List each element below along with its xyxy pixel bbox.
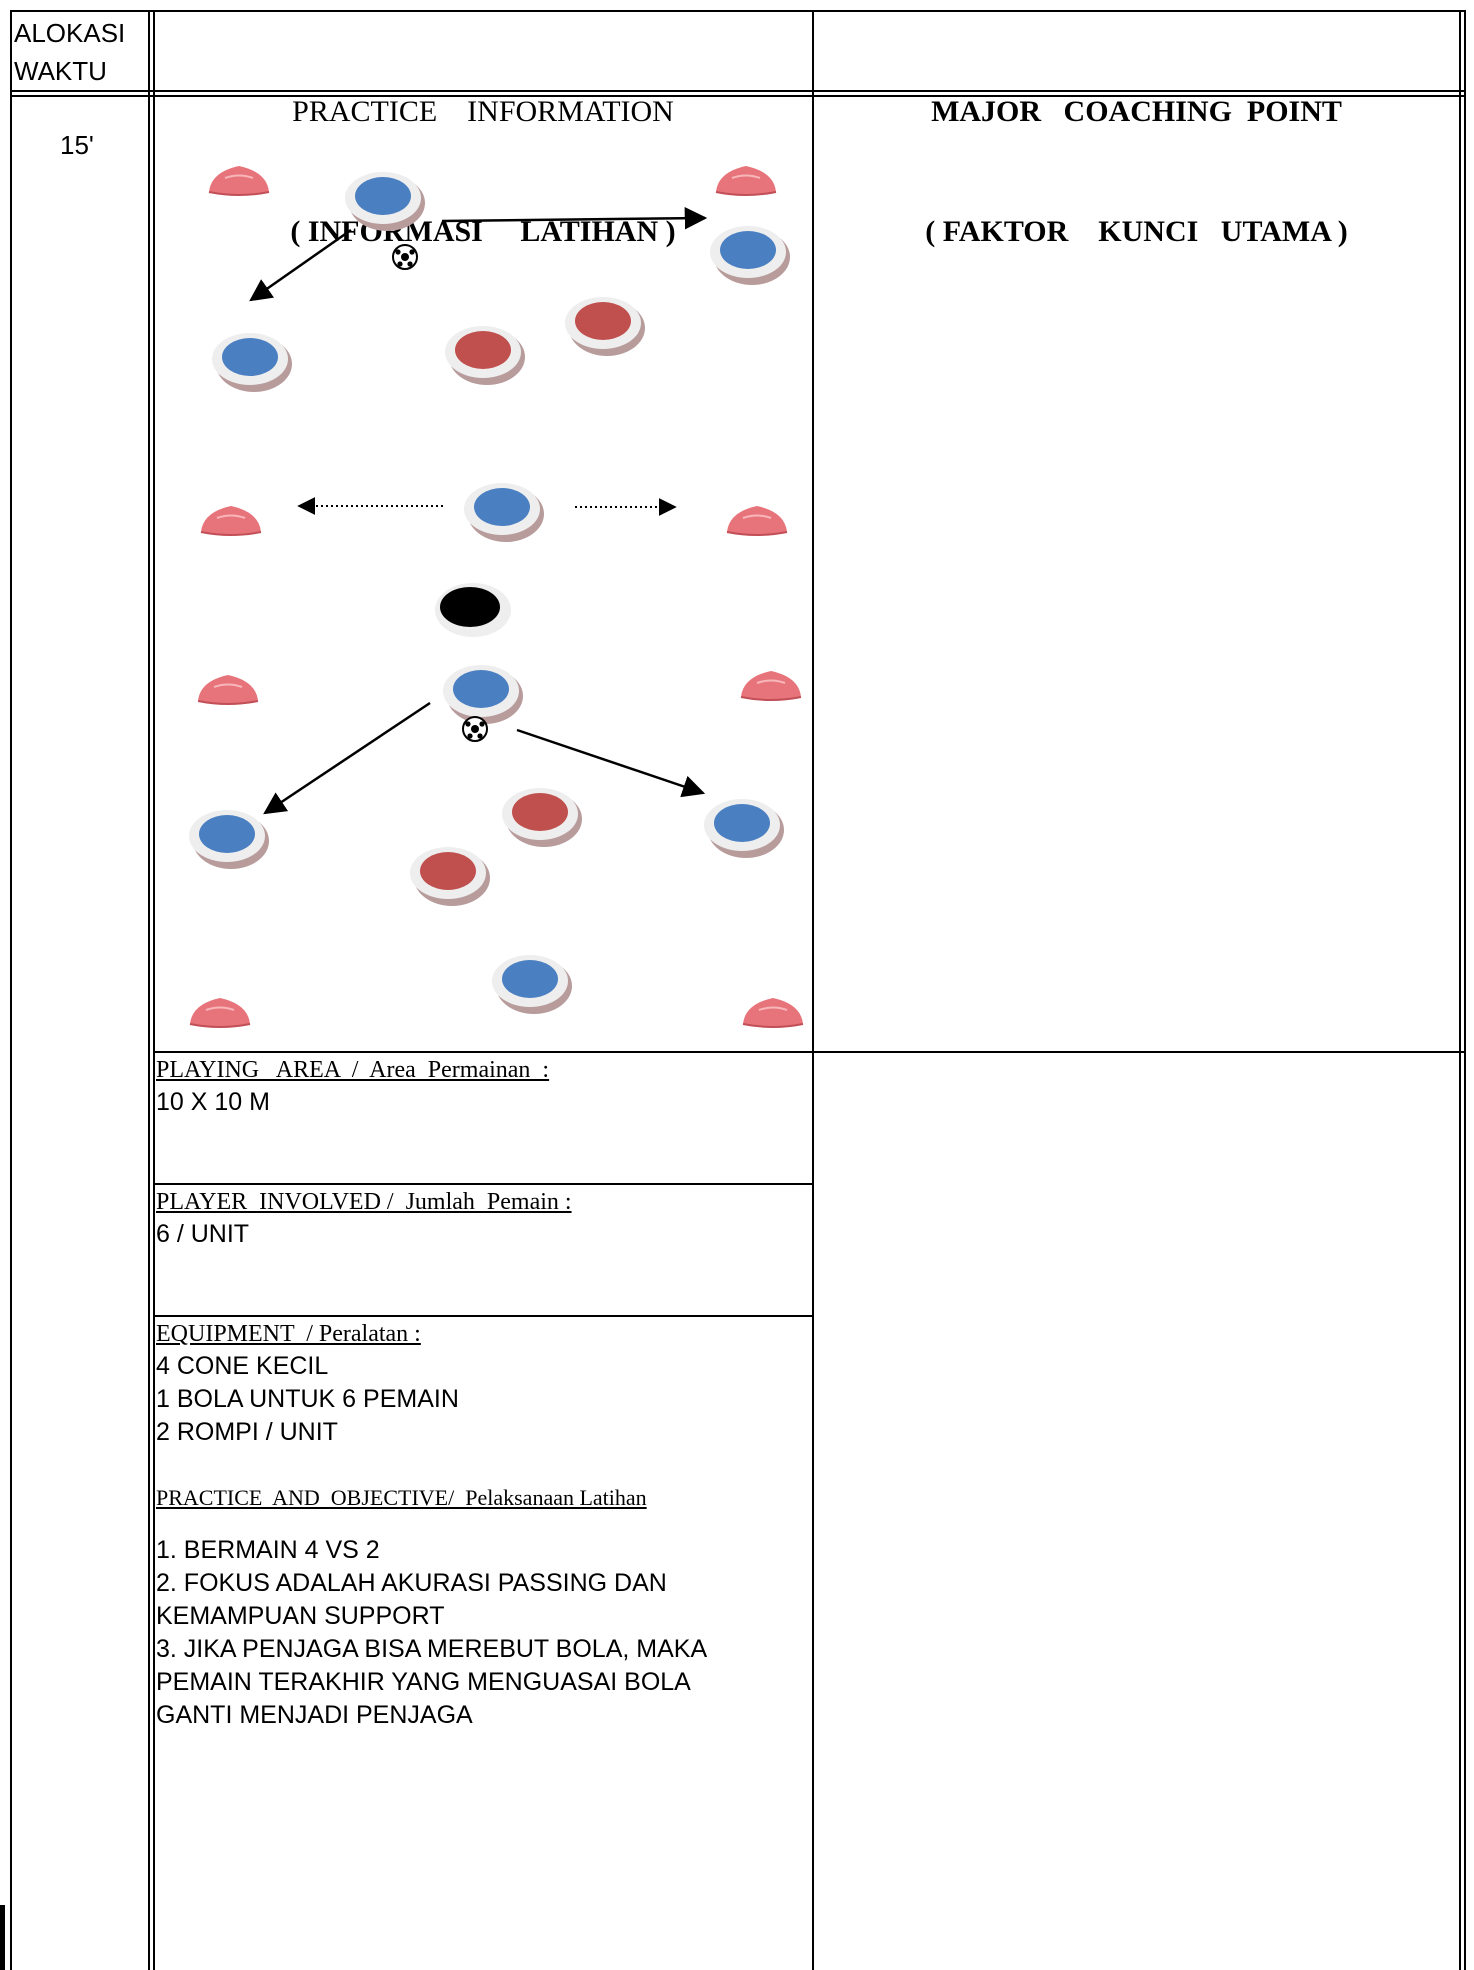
cone-icon: [726, 505, 788, 536]
table-right-border-a: [1459, 10, 1461, 1970]
cone-icon: [740, 670, 802, 701]
time-allocation: 15': [60, 130, 94, 160]
attacker-marker: [704, 799, 784, 858]
equipment-section: EQUIPMENT / Peralatan : 4 CONE KECIL 1 B…: [156, 1318, 806, 1449]
playing-area-title: PLAYING AREA / Area Permainan :: [156, 1057, 550, 1083]
time-col-header-line1: ALOKASI: [14, 18, 126, 48]
page-edge-mark: [0, 1905, 5, 1970]
coaching-col-header-line1: MAJOR COACHING POINT: [931, 95, 1342, 128]
table-left-border: [10, 10, 12, 1970]
cone-icon: [197, 674, 259, 705]
defender-marker: [565, 297, 645, 356]
pass-arrow: [516, 728, 706, 798]
playing-area-value: 10 X 10 M: [156, 1088, 270, 1116]
drill-diagram: [189, 165, 804, 1028]
black-marker: [435, 583, 511, 637]
players-section: PLAYER INVOLVED / Jumlah Pemain : 6 / UN…: [156, 1186, 806, 1251]
practice-section: PRACTICE AND OBJECTIVE/ Pelaksanaan Lati…: [156, 1482, 806, 1732]
ball-icon: [462, 716, 488, 742]
table-right-border-b: [1464, 10, 1466, 1970]
attacker-marker: [212, 333, 292, 392]
practice-line: GANTI MENJADI PENJAGA: [156, 1701, 473, 1729]
table-top-border: [10, 10, 1464, 12]
defender-marker: [445, 326, 525, 385]
attacker-marker: [710, 226, 790, 285]
time-col-header-line2: WAKTU: [14, 56, 107, 86]
time-col-header: ALOKASI WAKTU: [14, 14, 146, 90]
defender-marker: [502, 788, 582, 847]
practice-title: PRACTICE AND OBJECTIVE/ Pelaksanaan Lati…: [156, 1485, 647, 1510]
practice-line: 3. JIKA PENJAGA BISA MEREBUT BOLA, MAKA: [156, 1635, 708, 1663]
cone-icon: [200, 505, 262, 536]
defender-marker: [410, 847, 490, 906]
pass-arrow: [441, 206, 708, 230]
players-bottom-border: [153, 1315, 813, 1317]
attacker-marker: [345, 172, 425, 231]
attacker-marker: [464, 483, 544, 542]
col-divider-2: [812, 10, 814, 1970]
cone-icon: [189, 997, 251, 1028]
attacker-marker: [443, 665, 523, 724]
header-bottom-border: [10, 90, 1464, 92]
col-divider-1b: [153, 10, 155, 1970]
players-title: PLAYER INVOLVED / Jumlah Pemain :: [156, 1189, 572, 1215]
area-bottom-border: [153, 1183, 813, 1185]
col-divider-1a: [148, 10, 150, 1970]
practice-line: KEMAMPUAN SUPPORT: [156, 1602, 445, 1630]
diagram-bottom-border: [153, 1051, 1466, 1053]
attacker-marker: [492, 955, 572, 1014]
practice-line: 1. BERMAIN 4 VS 2: [156, 1536, 380, 1564]
cone-icon: [742, 997, 804, 1028]
equipment-title: EQUIPMENT / Peralatan :: [156, 1321, 421, 1347]
pass-arrow: [263, 701, 431, 815]
coaching-col-header: MAJOR COACHING POINT ( FAKTOR KUNCI UTAM…: [814, 12, 1459, 292]
equipment-item: 4 CONE KECIL: [156, 1352, 329, 1380]
coaching-col-header-line2: ( FAKTOR KUNCI UTAMA ): [925, 215, 1348, 248]
attacker-marker: [189, 810, 269, 869]
practice-line: 2. FOKUS ADALAH AKURASI PASSING DAN: [156, 1569, 667, 1597]
cone-icon: [715, 165, 777, 196]
pass-arrow: [249, 228, 352, 302]
cone-icon: [208, 165, 270, 196]
practice-col-header-line1: PRACTICE INFORMATION: [292, 95, 674, 128]
equipment-item: 2 ROMPI / UNIT: [156, 1418, 338, 1446]
equipment-item: 1 BOLA UNTUK 6 PEMAIN: [156, 1385, 459, 1413]
players-value: 6 / UNIT: [156, 1220, 250, 1248]
header-bottom-border-2: [10, 95, 1464, 97]
practice-col-header: PRACTICE INFORMATION ( INFORMASI LATIHAN…: [155, 12, 811, 292]
playing-area-section: PLAYING AREA / Area Permainan : 10 X 10 …: [156, 1054, 806, 1119]
ball-icon: [392, 244, 418, 270]
practice-line: PEMAIN TERAKHIR YANG MENGUASAI BOLA: [156, 1668, 691, 1696]
